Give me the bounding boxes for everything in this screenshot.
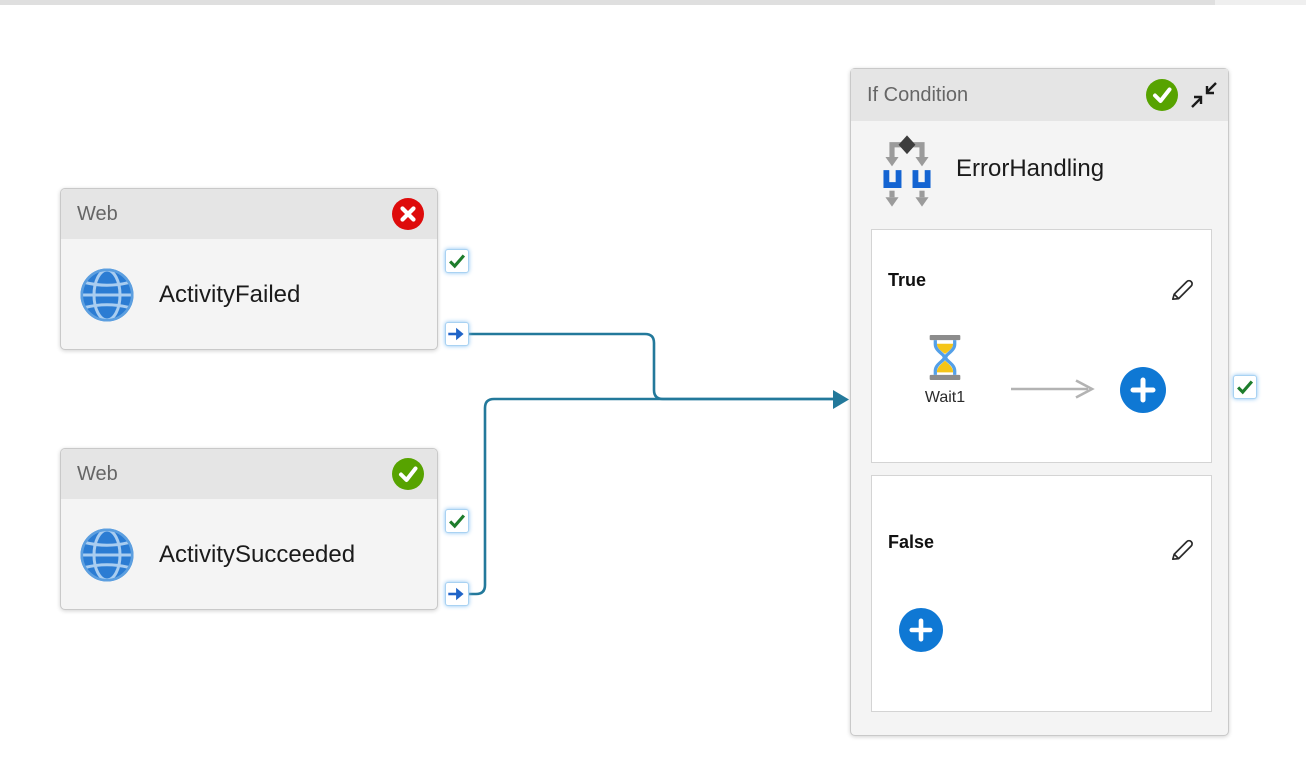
port-check-icon: [449, 514, 466, 529]
success-port-errorhandling[interactable]: [1233, 375, 1257, 399]
activity-name: ActivitySucceeded: [159, 540, 356, 568]
success-port-activitysucceeded[interactable]: [445, 509, 469, 533]
activity-node-errorhandling[interactable]: If Condition: [850, 68, 1229, 736]
activity-node-activitysucceeded[interactable]: Web ActivitySucceeded: [60, 448, 438, 610]
edit-false-branch-pencil-icon[interactable]: [1167, 536, 1195, 564]
if-condition-header: If Condition: [851, 69, 1228, 121]
flow-arrow-icon: [1011, 379, 1095, 399]
output-port-activityfailed[interactable]: [445, 322, 469, 346]
wait-activity-wait1[interactable]: Wait1: [900, 334, 990, 407]
success-port-activityfailed[interactable]: [445, 249, 469, 273]
globe-icon: [80, 527, 134, 582]
activity-header: Web: [61, 189, 437, 239]
connector-activityfailed-to-errorhandling[interactable]: [469, 332, 834, 401]
globe-icon: [80, 267, 134, 322]
port-check-icon: [1237, 380, 1254, 395]
success-check-icon: [1146, 79, 1178, 111]
wait-activity-label: Wait1: [924, 389, 966, 406]
activity-name: ActivityFailed: [159, 280, 301, 308]
false-branch-container[interactable]: False: [871, 475, 1212, 712]
port-arrow-icon: [448, 327, 464, 341]
connector-activitysucceeded-to-errorhandling[interactable]: [469, 397, 834, 596]
output-port-activitysucceeded[interactable]: [445, 582, 469, 606]
add-activity-true-button[interactable]: [1120, 367, 1166, 413]
success-check-icon: [392, 458, 424, 490]
activity-type-label: Web: [77, 202, 118, 225]
true-branch-container[interactable]: True Wait1: [871, 229, 1212, 463]
plus-icon: [1130, 377, 1156, 403]
collapse-icon[interactable]: [1190, 81, 1218, 109]
port-arrow-icon: [448, 587, 464, 601]
edit-true-branch-pencil-icon[interactable]: [1167, 276, 1195, 304]
activity-type-label: Web: [77, 462, 118, 485]
add-activity-false-button[interactable]: [899, 608, 943, 652]
port-check-icon: [449, 254, 466, 269]
false-branch-label: False: [888, 532, 935, 552]
activity-body: ActivityFailed: [61, 239, 437, 349]
activity-type-label: If Condition: [867, 83, 969, 106]
failed-x-icon: [392, 198, 424, 230]
connector-arrowhead: [833, 390, 849, 409]
activity-header: Web: [61, 449, 437, 499]
activity-node-activityfailed[interactable]: Web ActivityFailed: [60, 188, 438, 350]
hourglass-icon: [929, 335, 961, 380]
true-branch-label: True: [888, 270, 927, 290]
activity-body: ActivitySucceeded: [61, 499, 437, 609]
plus-icon: [909, 618, 933, 642]
if-condition-branch-icon: [883, 135, 931, 207]
activity-name: ErrorHandling: [956, 155, 1105, 182]
top-divider-bar-right: [1215, 0, 1306, 5]
top-divider-bar: [0, 0, 1215, 5]
